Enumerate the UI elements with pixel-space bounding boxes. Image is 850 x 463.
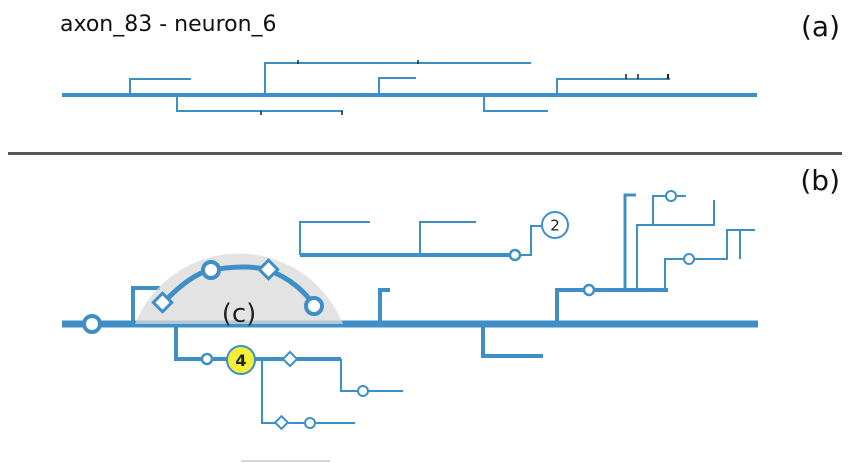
detail-sub-branch[interactable] [299, 221, 370, 255]
selection-wedge[interactable] [135, 253, 343, 324]
panel-c-label: (c) [222, 299, 257, 329]
neuron-title: axon_83 - neuron_6 [60, 12, 277, 37]
branch-count-badge[interactable]: 2 [541, 211, 569, 239]
overview-branch[interactable] [483, 95, 548, 112]
detail-sub-branch[interactable] [521, 225, 541, 256]
overview-dendrogram[interactable] [62, 60, 757, 115]
detail-sub-branch[interactable] [636, 200, 715, 290]
panel-a-label: (a) [800, 10, 840, 43]
detail-branch[interactable] [481, 324, 543, 358]
badge-circle [226, 345, 256, 375]
detail-sub-branch[interactable] [694, 229, 755, 260]
branch-node[interactable] [665, 190, 677, 202]
highlighted-count-badge[interactable]: 4 [226, 345, 256, 375]
branch-node[interactable] [582, 283, 596, 297]
overview-branch[interactable] [556, 78, 670, 95]
overview-branch[interactable] [264, 62, 531, 95]
root-node[interactable] [82, 314, 102, 334]
marker-diamond[interactable] [151, 291, 174, 314]
marker-diamond[interactable] [273, 414, 290, 431]
panel-b-label: (b) [800, 164, 840, 197]
detail-sub-branch[interactable] [623, 193, 636, 290]
overview-branch[interactable] [129, 78, 191, 95]
branch-node[interactable] [201, 260, 221, 280]
detail-branch[interactable] [378, 288, 390, 324]
detail-sub-branch[interactable] [652, 195, 666, 225]
branch-node[interactable] [357, 385, 369, 397]
detail-branch[interactable] [174, 324, 202, 361]
branch-node[interactable] [304, 417, 316, 429]
marker-diamond[interactable] [281, 350, 299, 368]
branch-node[interactable] [304, 296, 324, 316]
detail-sub-branch[interactable] [340, 359, 358, 392]
branch-node[interactable] [683, 253, 695, 265]
overview-branch[interactable] [176, 95, 343, 112]
selected-branch-arc[interactable] [161, 264, 317, 307]
overview-branch[interactable] [378, 77, 416, 95]
panel-divider [8, 152, 842, 155]
badge-circle [541, 211, 569, 239]
marker-diamond[interactable] [257, 258, 280, 281]
detail-branch[interactable] [555, 288, 584, 324]
detail-dendrogram[interactable]: 2 4 (c) [62, 190, 758, 431]
badge-count-2: 2 [550, 217, 560, 235]
branch-node[interactable] [200, 352, 214, 366]
detail-sub-branch[interactable] [664, 258, 684, 290]
branch-node[interactable] [508, 248, 522, 262]
detail-sub-branch[interactable] [419, 221, 476, 255]
badge-count-4: 4 [235, 351, 246, 370]
detail-sub-branch[interactable] [261, 359, 276, 424]
detail-branch[interactable] [131, 286, 160, 324]
